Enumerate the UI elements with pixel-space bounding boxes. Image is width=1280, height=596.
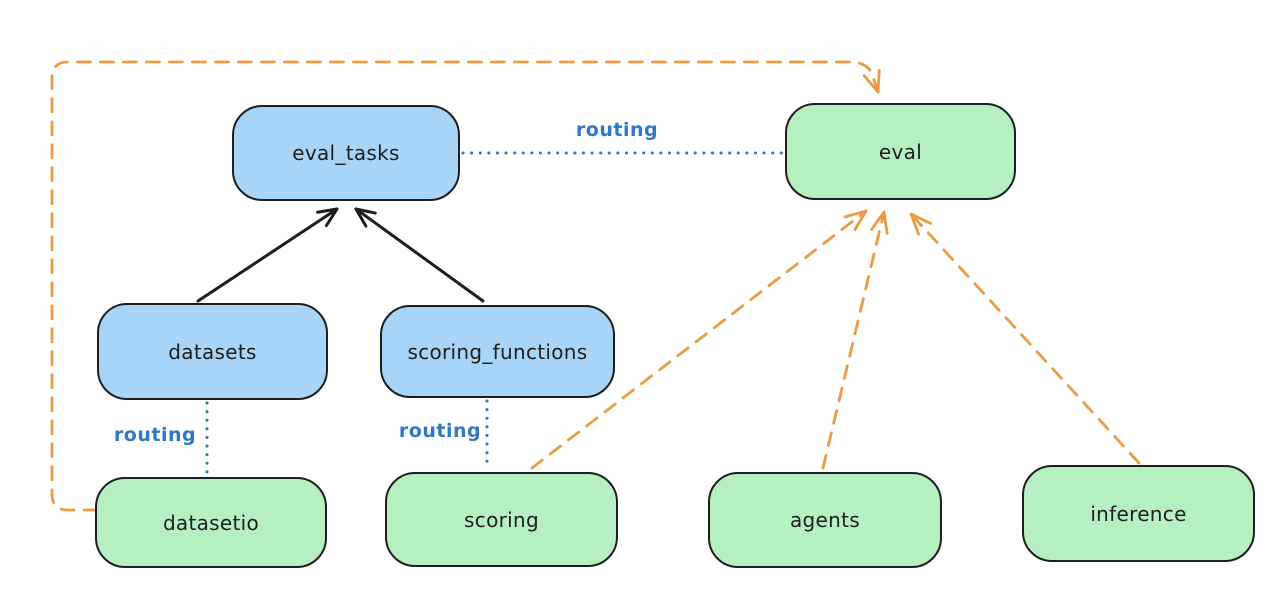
- edge-scoring-functions-eval-tasks: [354, 207, 485, 303]
- edge-datasetio-eval: [50, 60, 881, 512]
- node-label: datasetio: [162, 510, 260, 535]
- node-eval: eval: [785, 103, 1016, 200]
- node-label: datasets: [168, 339, 257, 364]
- node-label: inference: [1090, 501, 1187, 526]
- node-eval-tasks: eval_tasks: [232, 105, 460, 201]
- node-inference: inference: [1022, 465, 1255, 562]
- edge-label-routing: routing: [113, 424, 197, 446]
- node-label: scoring: [464, 507, 539, 532]
- edge-inference-eval: [909, 212, 1141, 465]
- node-scoring-functions: scoring_functions: [380, 305, 615, 398]
- edge-scoring-eval: [530, 209, 868, 470]
- node-datasetio: datasetio: [95, 477, 327, 568]
- node-agents: agents: [708, 472, 942, 568]
- node-label: scoring_functions: [407, 339, 588, 364]
- edge-agents-eval: [821, 210, 889, 470]
- node-label: eval: [878, 139, 923, 164]
- edge-datasets-eval-tasks: [196, 207, 339, 303]
- node-label: eval_tasks: [292, 141, 400, 165]
- node-datasets: datasets: [97, 303, 328, 400]
- edge-label-routing: routing: [575, 119, 659, 141]
- edge-label-routing: routing: [398, 420, 482, 442]
- node-scoring: scoring: [385, 472, 618, 567]
- node-label: agents: [790, 508, 860, 532]
